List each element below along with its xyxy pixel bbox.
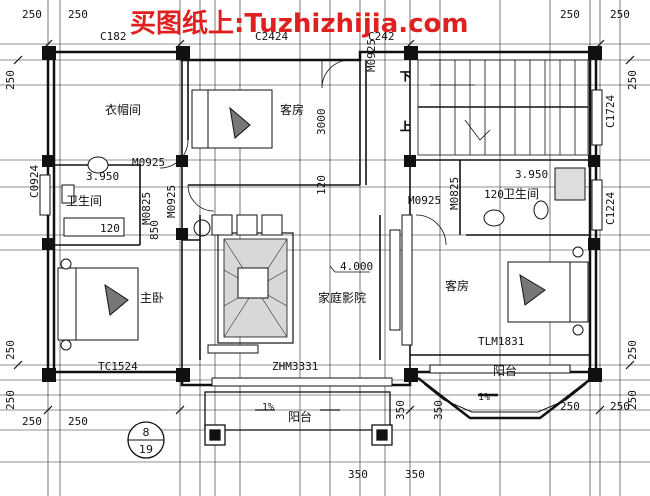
dim-350-bottom-b: 350 [405,468,425,481]
dim-250-bottom-right-a: 250 [560,400,580,413]
dim-120-mid: 120 [315,175,328,195]
room-master-bedroom: 主卧 [140,291,164,305]
code-tc1524: TC1524 [98,360,138,373]
code-c0924: C0924 [28,165,41,198]
slope-balcony-bottom: 1% [262,402,274,413]
code-c1724: C1724 [604,95,617,128]
dim-250-bottom-left-b: 250 [68,415,88,428]
code-c1824: C182 [100,30,127,43]
dim-250-right-bottom: 250 [626,390,639,410]
level-bath-left: 3.950 [86,170,119,183]
code-tlm1831: TLM1831 [478,335,524,348]
dim-850: 850 [148,220,161,240]
slope-balcony-right: 1% [478,392,490,403]
code-m0825-left: M0825 [140,192,153,225]
dim-350-right-a: 350 [432,400,445,420]
dim-120-right: 120 [484,188,504,201]
room-guest-top: 客房 [280,102,304,117]
room-cloakroom: 衣帽间 [105,102,141,117]
code-c2424: C2424 [255,30,288,43]
code-c1224: C1224 [604,192,617,225]
opening-codes: C182 C2424 C242 M0925 M0925 M0925 M0825 … [28,30,617,373]
room-bath-left: 卫生间 [66,194,102,208]
dim-3000: 3000 [315,109,328,136]
balcony-right [417,377,593,420]
section-marker: 8 19 [127,421,165,459]
section-number: 8 [143,426,150,439]
code-m0925-right: M0925 [408,194,441,207]
room-labels: 衣帽间 客房 主卧 家庭影院 客房 卫生间 卫生间 阳台 阳台 [66,102,539,424]
balcony-bottom [204,391,393,446]
dim-250-right-top: 250 [626,70,639,90]
watermark: 买图纸上:Tuzhizhijia.com [130,8,469,39]
dim-120-left: 120 [100,222,120,235]
dim-250-top-right-a: 250 [560,8,580,21]
dim-250-top-left-a: 250 [22,8,42,21]
section-sheet: 19 [139,443,153,456]
room-balcony-bottom: 阳台 [288,409,312,424]
code-m0925-top: M0925 [365,39,378,72]
level-bath-right: 3.950 [515,168,548,181]
bed-guest-top [191,89,273,149]
bath-fixtures [61,156,586,237]
dim-250-right-mid: 250 [626,340,639,360]
bed-guest-right [507,246,589,336]
theater-carpet [193,214,294,354]
code-m0925-left2: M0925 [165,185,178,218]
stair-up-label: 上 [400,120,411,133]
room-balcony-right: 阳台 [493,363,517,378]
code-m0825-right: M0825 [448,177,461,210]
code-c-top-right: C242 [368,30,395,43]
dim-250-bottom-left-a: 250 [22,415,42,428]
dim-250-left-top: 250 [4,70,17,90]
dim-250-left-bottom: 250 [4,390,17,410]
dim-250-top-right-b: 250 [610,8,630,21]
level-family-theater: 4.000 [340,260,373,273]
door-swings [159,59,447,246]
dim-250-bottom-right-b: 250 [610,400,630,413]
structural-columns [42,46,602,382]
dim-350-bottom-a: 350 [348,468,368,481]
room-bath-right: 卫生间 [503,187,539,201]
bed-master [57,258,139,351]
dimension-labels: 250 250 250 250 250 250 250 250 250 250 … [4,8,639,481]
level-marks: 3.950 3.950 4.000 [86,168,548,273]
room-family-theater: 家庭影院 [318,290,366,305]
staircase: 下 上 [400,59,589,156]
code-m0925-left: M0925 [132,156,165,169]
stair-down-label: 下 [400,70,411,83]
dim-250-left-mid: 250 [4,340,17,360]
dim-350-right-b: 350 [394,400,407,420]
side-openings [39,89,603,387]
room-guest-right: 客房 [445,278,469,293]
dim-250-top-left-b: 250 [68,8,88,21]
code-zhm3331: ZHM3331 [272,360,318,373]
